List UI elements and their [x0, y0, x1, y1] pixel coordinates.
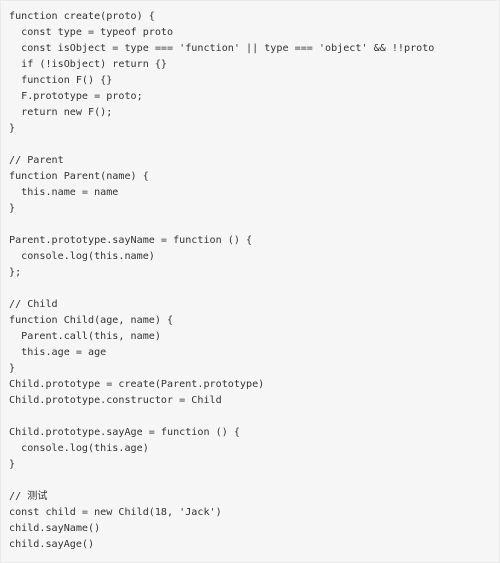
code-line: // Parent: [9, 155, 64, 166]
code-line: Parent.prototype.sayName = function () {: [9, 235, 253, 246]
code-line: // 测试: [9, 491, 48, 502]
code-line: Child.prototype = create(Parent.prototyp…: [9, 379, 265, 390]
code-line: function Child(age, name) {: [9, 315, 174, 326]
code-line: this.age = age: [9, 347, 107, 358]
code-line: F.prototype = proto;: [9, 91, 143, 102]
code-line: }: [9, 123, 16, 134]
code-line: if (!isObject) return {}: [9, 59, 168, 70]
code-line: const isObject = type === 'function' || …: [9, 43, 435, 54]
code-line: this.name = name: [9, 187, 119, 198]
code-line: return new F();: [9, 107, 113, 118]
code-line: const child = new Child(18, 'Jack'): [9, 507, 222, 518]
code-line: }: [9, 459, 16, 470]
code-line: Parent.call(this, name): [9, 331, 161, 342]
code-line: }: [9, 203, 16, 214]
code-line: }: [9, 363, 16, 374]
code-line: Child.prototype.sayAge = function () {: [9, 427, 240, 438]
code-line: const type = typeof proto: [9, 27, 174, 38]
code-line: };: [9, 267, 22, 278]
code-line: [9, 409, 491, 425]
code-line: function F() {}: [9, 75, 113, 86]
code-line: // Child: [9, 299, 58, 310]
code-line: child.sayAge(): [9, 539, 95, 550]
code-line: [9, 137, 491, 153]
code-line: [9, 217, 491, 233]
code-line: [9, 281, 491, 297]
code-line: child.sayName(): [9, 523, 101, 534]
code-line: console.log(this.age): [9, 443, 149, 454]
code-line: console.log(this.name): [9, 251, 155, 262]
code-line: function create(proto) {: [9, 11, 155, 22]
code-line: Child.prototype.constructor = Child: [9, 395, 222, 406]
code-line: function Parent(name) {: [9, 171, 149, 182]
code-line: [9, 473, 491, 489]
